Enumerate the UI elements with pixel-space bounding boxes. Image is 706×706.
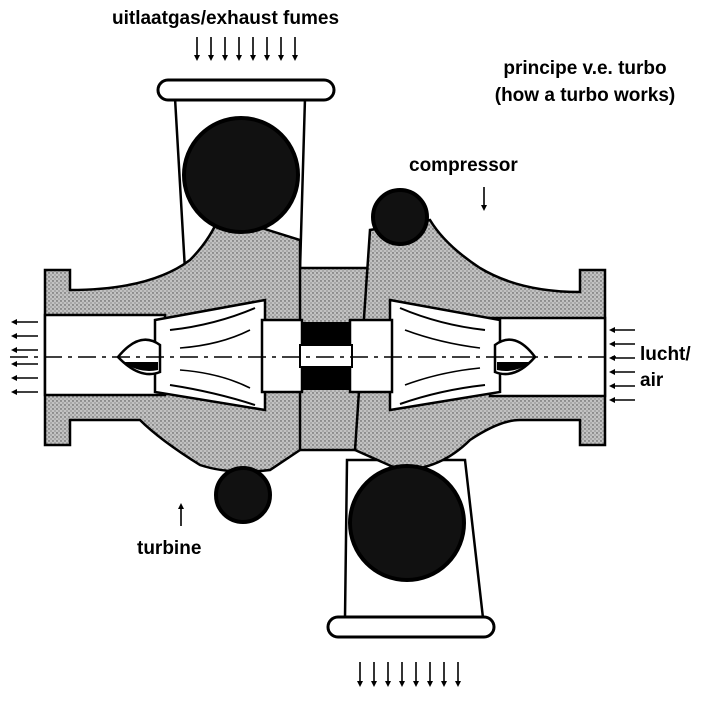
bottom-out-arrows <box>357 662 461 687</box>
turbine-wheel <box>116 298 267 412</box>
air-label-line-1: lucht/ <box>640 344 691 365</box>
air-in-arrows <box>609 327 635 403</box>
air-label-line-2: air <box>640 370 664 391</box>
turbine-volute-bottom <box>214 466 272 524</box>
compressor-volute-top <box>371 188 429 246</box>
compressor-volute-bottom <box>348 464 466 582</box>
title-line-2: (how a turbo works) <box>494 85 676 106</box>
exhaust-label: uitlaatgas/exhaust fumes <box>112 8 340 29</box>
title-line-1: principe v.e. turbo <box>503 58 667 79</box>
turbine-label: turbine <box>137 538 202 559</box>
compressor-label: compressor <box>409 155 518 176</box>
shaft <box>260 318 394 394</box>
compressor-wheel <box>388 298 537 412</box>
left-out-arrows <box>11 319 38 395</box>
turbine-volute-top <box>182 116 300 234</box>
exhaust-in-arrows <box>194 37 298 61</box>
